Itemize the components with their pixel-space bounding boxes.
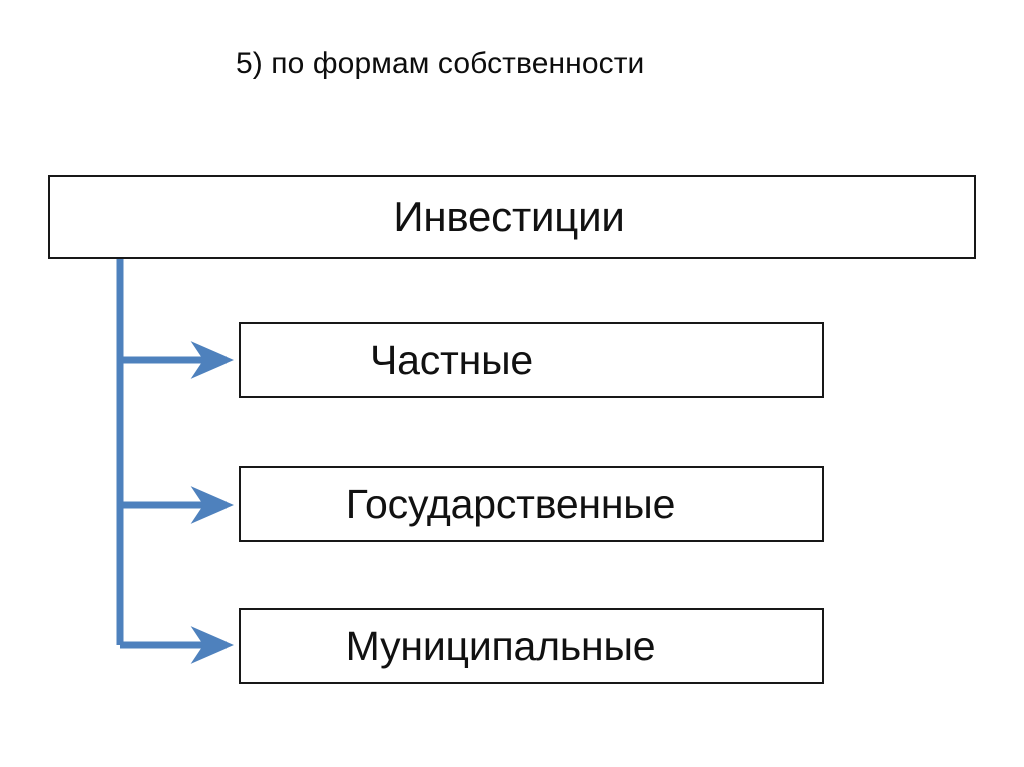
node-child-2-label: Государственные	[345, 481, 676, 527]
node-child-3[interactable]: Муниципальные	[239, 608, 824, 684]
node-child-1[interactable]: Частные	[239, 322, 824, 398]
node-child-3-label: Муниципальные	[345, 623, 656, 669]
node-root[interactable]: Инвестиции	[48, 175, 976, 259]
node-child-1-label: Частные	[370, 337, 533, 383]
node-child-2[interactable]: Государственные	[239, 466, 824, 542]
slide-title: 5) по формам собственности	[236, 47, 645, 80]
node-root-label: Инвестиции	[393, 193, 625, 240]
